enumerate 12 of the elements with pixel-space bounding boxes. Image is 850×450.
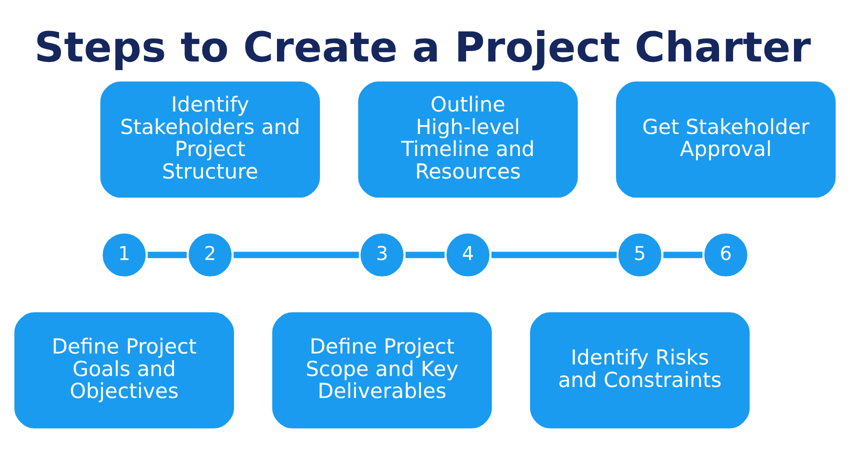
connector — [406, 251, 445, 258]
diagram-title: Steps to Create a Project Charter — [34, 22, 811, 71]
node-box: Define Project Scope and Key Deliverables — [272, 312, 492, 428]
node-box: Get Stakeholder Approval — [616, 80, 836, 198]
node-box: Identify Stakeholders and Project Structure — [100, 80, 320, 198]
connector — [148, 251, 187, 258]
connector — [491, 251, 617, 258]
connector — [234, 251, 359, 258]
node-box: Define Project Goals and Objectives — [14, 312, 234, 428]
node-box: Outline High-level Timeline and Resources — [358, 80, 578, 198]
connector — [663, 251, 702, 258]
node-box: Identify Risks and Constraints — [530, 312, 750, 428]
